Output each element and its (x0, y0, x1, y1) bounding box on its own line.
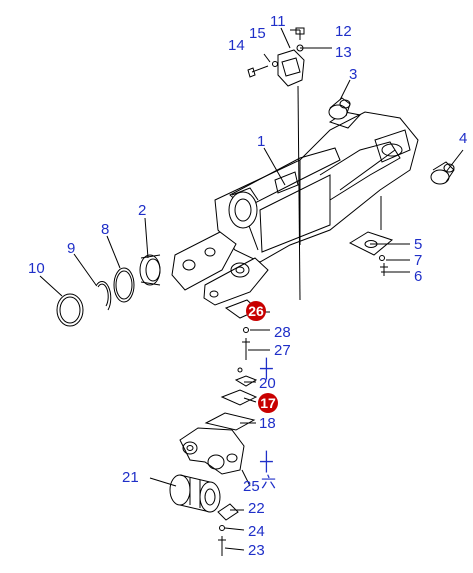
callout-9[interactable]: 9 (67, 240, 76, 257)
callout-8[interactable]: 8 (101, 221, 110, 238)
callout-25[interactable]: 25 (243, 478, 260, 495)
bushing-4 (430, 161, 455, 185)
callout-23[interactable]: 23 (248, 542, 265, 559)
callout-21[interactable]: 21 (122, 469, 139, 486)
callout-14[interactable]: 14 (228, 37, 245, 54)
callout-5[interactable]: 5 (414, 236, 423, 253)
bushing-3 (328, 97, 351, 120)
snap-ring-9 (95, 281, 112, 311)
callout-17-highlighted[interactable]: 17 (258, 393, 278, 413)
ring-10 (56, 293, 84, 327)
carrier-roller-21 (169, 474, 221, 513)
callout-4[interactable]: 4 (459, 130, 468, 147)
callout-1[interactable]: 1 (257, 133, 266, 150)
clamp-22 (217, 503, 239, 556)
callout-22[interactable]: 22 (248, 500, 265, 517)
roller-bracket (179, 427, 245, 475)
ring-2 (139, 254, 161, 286)
callout-26-highlighted[interactable]: 26 (246, 301, 266, 321)
callout-6[interactable]: 6 (414, 268, 423, 285)
leader-lines (39, 27, 464, 551)
callout-20[interactable]: 20 (259, 375, 276, 392)
callout-12[interactable]: 12 (335, 23, 352, 40)
callout-27[interactable]: 27 (274, 342, 291, 359)
callout-24[interactable]: 24 (248, 523, 265, 540)
callout-11[interactable]: 11 (270, 13, 286, 30)
cross-mark-upper: ┼ (260, 358, 273, 378)
callout-3[interactable]: 3 (349, 66, 358, 83)
top-bracket (247, 27, 305, 301)
callout-15[interactable]: 15 (249, 25, 266, 42)
cross-mark-lower: ┼ (260, 451, 273, 471)
callout-2[interactable]: 2 (138, 202, 147, 219)
callout-18[interactable]: 18 (259, 415, 276, 432)
callout-10[interactable]: 10 (28, 260, 45, 277)
callout-13[interactable]: 13 (335, 44, 352, 61)
seal-8 (113, 267, 135, 303)
liu-mark: 六 (261, 474, 277, 491)
callout-28[interactable]: 28 (274, 324, 291, 341)
callout-7[interactable]: 7 (414, 252, 423, 269)
track-frame (171, 111, 419, 306)
lower-plates (204, 299, 259, 431)
